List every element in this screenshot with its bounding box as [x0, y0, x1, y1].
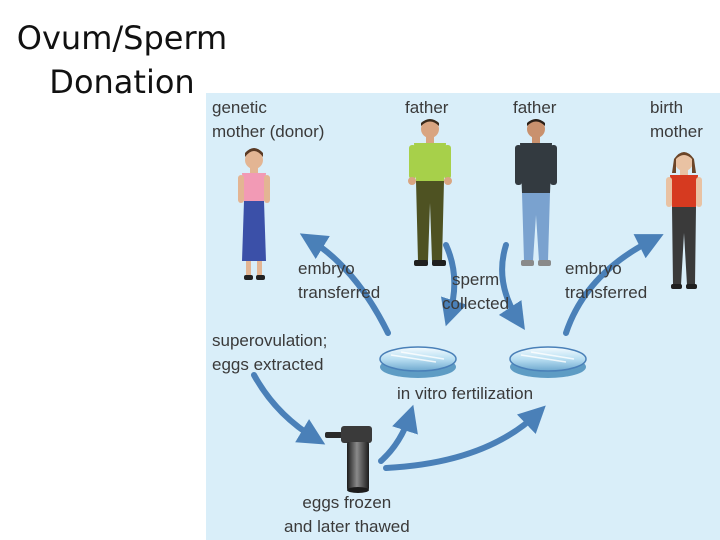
- process-arrows: [251, 233, 664, 471]
- embryo-transferred-left-label: embryo transferred: [298, 259, 381, 302]
- sperm-collected-label: sperm collected: [442, 270, 510, 313]
- slide-title-line2: Donation: [49, 63, 195, 101]
- arrow-sperm-to-dish-left: [440, 242, 467, 327]
- birth-mother-figure: [666, 152, 702, 289]
- genetic-mother-figure: [238, 148, 270, 280]
- genetic-mother-label: genetic mother (donor): [212, 98, 325, 141]
- embryo-transferred-right-label: embryo transferred: [565, 259, 648, 302]
- father-label-1: father: [405, 98, 449, 117]
- ivf-label: in vitro fertilization: [397, 384, 534, 403]
- diagram-artwork: [238, 119, 702, 493]
- arrow-sperm-to-dish-right: [498, 242, 525, 331]
- petri-dish-left: [379, 346, 457, 378]
- egg-storage-canister: [325, 426, 372, 493]
- arrow-embryo-to-birth-mother: [563, 234, 664, 336]
- slide-title-line1: Ovum/Sperm: [16, 19, 228, 57]
- eggs-frozen-label: eggs frozen and later thawed: [284, 493, 410, 536]
- father-label-2: father: [513, 98, 557, 117]
- arrow-mother-to-eggs: [251, 372, 326, 445]
- slide-title: Ovum/Sperm Donation: [6, 16, 238, 104]
- petri-dish-right: [509, 346, 587, 378]
- arrow-embryo-to-genetic-mother: [299, 233, 391, 336]
- father-figure-2: [515, 119, 557, 266]
- superovulation-label: superovulation; eggs extracted: [212, 331, 328, 374]
- birth-mother-label: birth mother: [650, 98, 703, 141]
- father-figure-1: [408, 119, 452, 266]
- arrow-eggs-to-dish-left: [378, 404, 418, 464]
- arrow-eggs-to-dish-right: [383, 405, 546, 471]
